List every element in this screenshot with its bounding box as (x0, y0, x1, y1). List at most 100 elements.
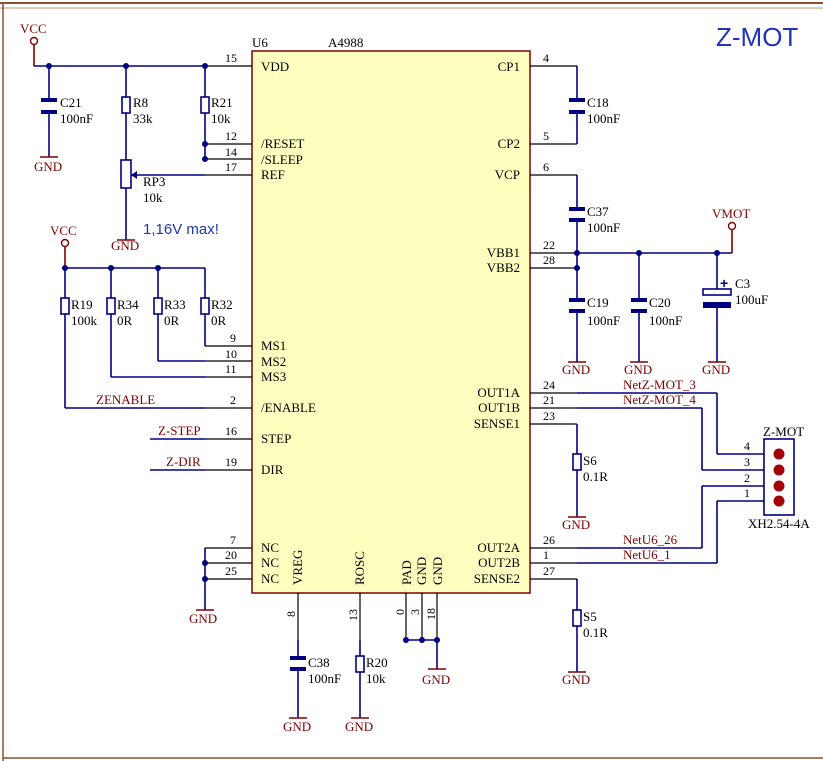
vcc-symbol-mid: VCC (50, 223, 77, 268)
net-label-zmot3: NetZ-MOT_3 (623, 377, 696, 392)
vmot-symbol: VMOT (712, 206, 750, 253)
svg-text:100nF: 100nF (587, 111, 620, 126)
gnd-symbol-c20: GND (624, 361, 652, 377)
gnd-symbols: GND GND GND GND GND GND GND GND GND GND … (34, 156, 730, 734)
gnd-symbol-s5: GND (562, 671, 590, 687)
ic-u6[interactable] (251, 50, 531, 594)
svg-text:GND: GND (562, 362, 590, 377)
net-label-zstep: Z-STEP (158, 423, 201, 438)
gnd-symbol-pad: GND (422, 668, 450, 687)
pin-name-rosc: ROSC (352, 551, 367, 585)
svg-text:S6: S6 (583, 453, 597, 468)
svg-text:C18: C18 (587, 95, 609, 110)
resistor-r8[interactable]: R8 33k (121, 95, 153, 126)
svg-text:C21: C21 (60, 95, 82, 110)
pin-name-sense2: SENSE2 (474, 571, 520, 586)
pin-name-cp2: CP2 (498, 136, 520, 151)
svg-text:S5: S5 (583, 609, 597, 624)
pin-name-nc-20: NC (261, 555, 279, 570)
gnd-symbol-c21: GND (34, 156, 62, 174)
svg-text:0.1R: 0.1R (583, 469, 608, 484)
svg-text:100nF: 100nF (587, 313, 620, 328)
pin-name-vbb2: VBB2 (487, 260, 520, 275)
resistor-r20[interactable]: R20 10k (355, 655, 388, 686)
capacitor-c21[interactable]: C21 100nF (41, 95, 93, 126)
svg-text:28: 28 (543, 253, 555, 267)
pin-name-ms2: MS2 (261, 354, 286, 369)
svg-text:GND: GND (562, 672, 590, 687)
pin-name-vdd: VDD (261, 59, 289, 74)
pin-name-gnd-18: GND (430, 557, 445, 585)
vcc-symbol-top: VCC (20, 21, 47, 66)
pin-name-out2a: OUT2A (477, 540, 520, 555)
gnd-symbol-nc: GND (189, 609, 217, 626)
gnd-symbol-rp3: GND (111, 238, 139, 253)
resistor-r33[interactable]: R33 0R (153, 297, 186, 328)
svg-text:8: 8 (284, 611, 298, 617)
ic-body (251, 50, 531, 594)
svg-text:0R: 0R (211, 313, 227, 328)
svg-text:3: 3 (744, 455, 750, 469)
ic-bottom-pin-numbers: 8 13 0 3 18 (284, 608, 438, 621)
capacitor-c37[interactable]: C37 100nF (569, 204, 620, 235)
svg-text:3: 3 (408, 609, 422, 615)
ic-right-pin-names: CP1 CP2 VCP VBB1 VBB2 OUT1A OUT1B SENSE1… (474, 59, 521, 586)
resistor-s6[interactable]: S6 0.1R (572, 453, 608, 484)
potentiometer-rp3[interactable]: RP3 10k (120, 159, 165, 205)
svg-text:C37: C37 (587, 204, 609, 219)
svg-text:13: 13 (346, 609, 360, 621)
pin-name-sleep: /SLEEP (261, 152, 303, 167)
junctions (46, 63, 720, 643)
ref-voltage-note: 1,16V max! (143, 221, 219, 238)
svg-text:GND: GND (34, 159, 62, 174)
pin-name-dir: DIR (261, 462, 284, 477)
svg-text:R8: R8 (133, 95, 148, 110)
svg-text:5: 5 (543, 129, 549, 143)
pin-name-out1a: OUT1A (477, 385, 520, 400)
connector-title: Z-MOT (763, 424, 804, 439)
svg-text:C20: C20 (649, 295, 671, 310)
resistor-r19[interactable]: R19 100k (60, 297, 98, 328)
pin-name-pad: PAD (399, 560, 414, 585)
svg-text:17: 17 (225, 160, 237, 174)
pin-name-vbb1: VBB1 (487, 245, 520, 260)
svg-text:R33: R33 (164, 297, 186, 312)
resistor-r21[interactable]: R21 10k (200, 95, 233, 126)
net-label-u6-1: NetU6_1 (623, 547, 671, 562)
pin-name-vcp: VCP (495, 167, 520, 182)
resistor-r32[interactable]: R32 0R (200, 297, 233, 328)
svg-text:0.1R: 0.1R (583, 625, 608, 640)
svg-text:26: 26 (543, 533, 555, 547)
connector-pin-4 (773, 448, 785, 460)
wires (34, 65, 775, 718)
capacitor-c3[interactable]: + C3 100uF (702, 275, 768, 308)
resistor-s5[interactable]: S5 0.1R (572, 609, 608, 640)
svg-text:GND: GND (111, 238, 139, 253)
capacitor-c20[interactable]: C20 100nF (631, 295, 682, 328)
svg-text:10k: 10k (211, 111, 231, 126)
capacitor-c38[interactable]: C38 100nF (290, 655, 341, 686)
net-label-zmot4: NetZ-MOT_4 (623, 392, 696, 407)
svg-text:10: 10 (225, 347, 237, 361)
connector-z-mot[interactable]: Z-MOT XH2.54-4A 4 3 2 1 (744, 424, 810, 531)
svg-text:6: 6 (543, 160, 549, 174)
svg-text:10k: 10k (143, 190, 163, 205)
connector-pin-2 (773, 480, 785, 492)
pin-name-ms3: MS3 (261, 369, 286, 384)
svg-text:24: 24 (543, 378, 555, 392)
svg-text:2: 2 (744, 471, 750, 485)
gnd-symbol-r20: GND (345, 717, 373, 734)
svg-text:14: 14 (225, 145, 237, 159)
resistor-r34[interactable]: R34 0R (106, 297, 139, 328)
svg-text:R21: R21 (211, 95, 233, 110)
svg-text:18: 18 (424, 608, 438, 620)
svg-text:27: 27 (543, 564, 555, 578)
ic-designator: U6 (252, 35, 268, 50)
connector-pin-1 (773, 495, 785, 507)
gnd-symbol-c38: GND (283, 717, 311, 734)
svg-text:0R: 0R (164, 313, 180, 328)
capacitor-c19[interactable]: C19 100nF (569, 295, 620, 328)
capacitor-c18[interactable]: C18 100nF (569, 95, 620, 126)
svg-text:25: 25 (225, 564, 237, 578)
